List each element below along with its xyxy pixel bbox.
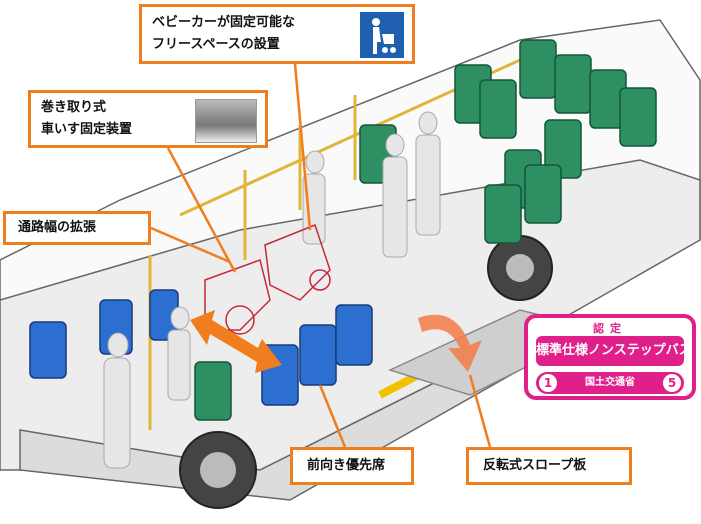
badge-number-right: 5 — [663, 374, 681, 392]
aisle-width-callout: 通路幅の拡張 — [3, 211, 151, 245]
badge-header: 認定 — [593, 322, 627, 335]
leader-lines — [150, 63, 492, 448]
wheelchair-device-photo — [195, 99, 257, 143]
stroller-callout-line2: フリースペースの設置 — [152, 37, 280, 52]
front-seat-callout-text: 前向き優先席 — [307, 458, 386, 473]
badge-ministry: 国土交通省 — [536, 372, 684, 394]
aisle-callout-text: 通路幅の拡張 — [18, 220, 97, 235]
wheelchair-device-callout: 巻き取り式 車いす固定装置 — [28, 90, 268, 148]
front-priority-seat-callout: 前向き優先席 — [290, 447, 414, 485]
double-arrow-icon — [190, 310, 282, 373]
stroller-space-callout: ベビーカーが固定可能な フリースペースの設置 — [139, 4, 415, 64]
wheelchair-callout-line2: 車いす固定装置 — [41, 122, 133, 137]
stroller-sign-icon — [360, 12, 404, 58]
curved-arrow-icon — [418, 314, 482, 372]
wheelchair-stroller-outline — [204, 224, 331, 335]
ramp-callout-text: 反転式スロープ板 — [483, 458, 587, 473]
bus-wheels — [179, 235, 553, 509]
badge-title: 標準仕様ノンステップバス — [536, 336, 692, 366]
ramp-plate-callout: 反転式スロープ板 — [466, 447, 632, 485]
certification-badge: 認定 標準仕様ノンステップバス 国土交通省 1 5 — [524, 314, 696, 400]
green-seats — [194, 39, 657, 421]
badge-number-left: 1 — [539, 374, 557, 392]
wheelchair-callout-line1: 巻き取り式 — [41, 100, 107, 115]
passenger-figures — [103, 111, 441, 469]
stroller-callout-line1: ベビーカーが固定可能な — [152, 15, 296, 30]
